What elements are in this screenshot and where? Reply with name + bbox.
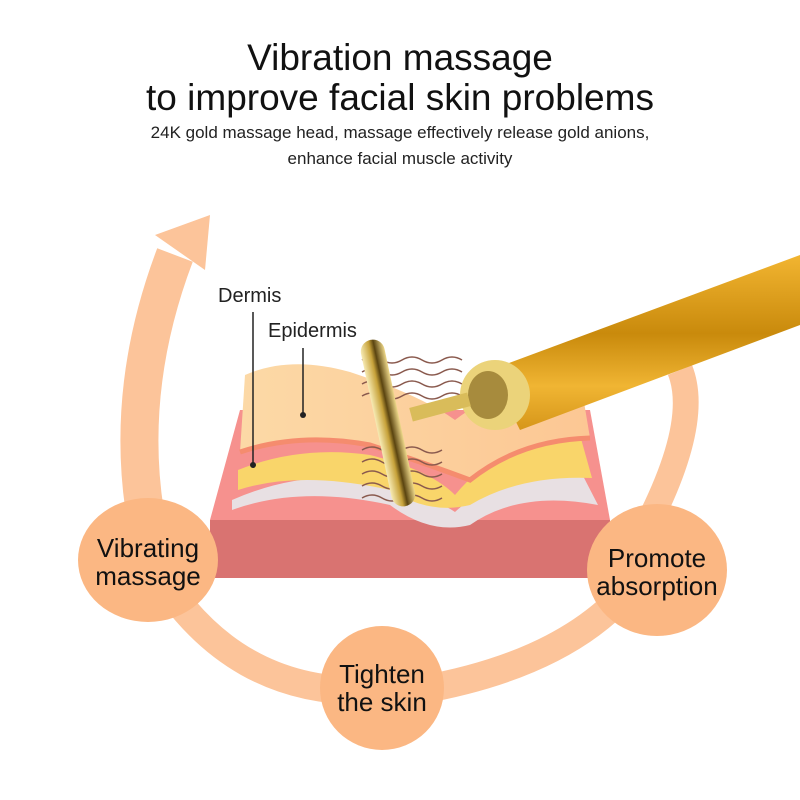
step-line2: the skin — [337, 687, 427, 717]
subtitle-line2: enhance facial muscle activity — [287, 149, 513, 168]
bubble-vibrating — [78, 498, 218, 622]
step-line1: Tighten — [339, 659, 425, 689]
page-title-line2: to improve facial skin problems — [146, 77, 654, 118]
step-tighten-skin: Tighten the skin — [312, 660, 452, 716]
skin-block — [210, 364, 610, 578]
epidermis-label: Epidermis — [268, 320, 357, 342]
step-line2: massage — [95, 561, 201, 591]
step-vibrating-massage: Vibrating massage — [78, 534, 218, 590]
step-promote-absorption: Promote absorption — [582, 544, 732, 600]
arrow-head-icon — [155, 215, 210, 270]
bubble-promote — [587, 504, 727, 636]
step-line1: Promote — [607, 543, 707, 573]
dermis-label: Dermis — [218, 285, 282, 307]
subtitle-line1: 24K gold massage head, massage effective… — [150, 123, 650, 142]
bubble-tighten — [320, 626, 444, 750]
step-line2: absorption — [596, 571, 718, 601]
step-line1: Vibrating — [96, 533, 200, 563]
page-title-line1: Vibration massage — [247, 37, 553, 78]
gold-massager-icon — [360, 255, 800, 507]
